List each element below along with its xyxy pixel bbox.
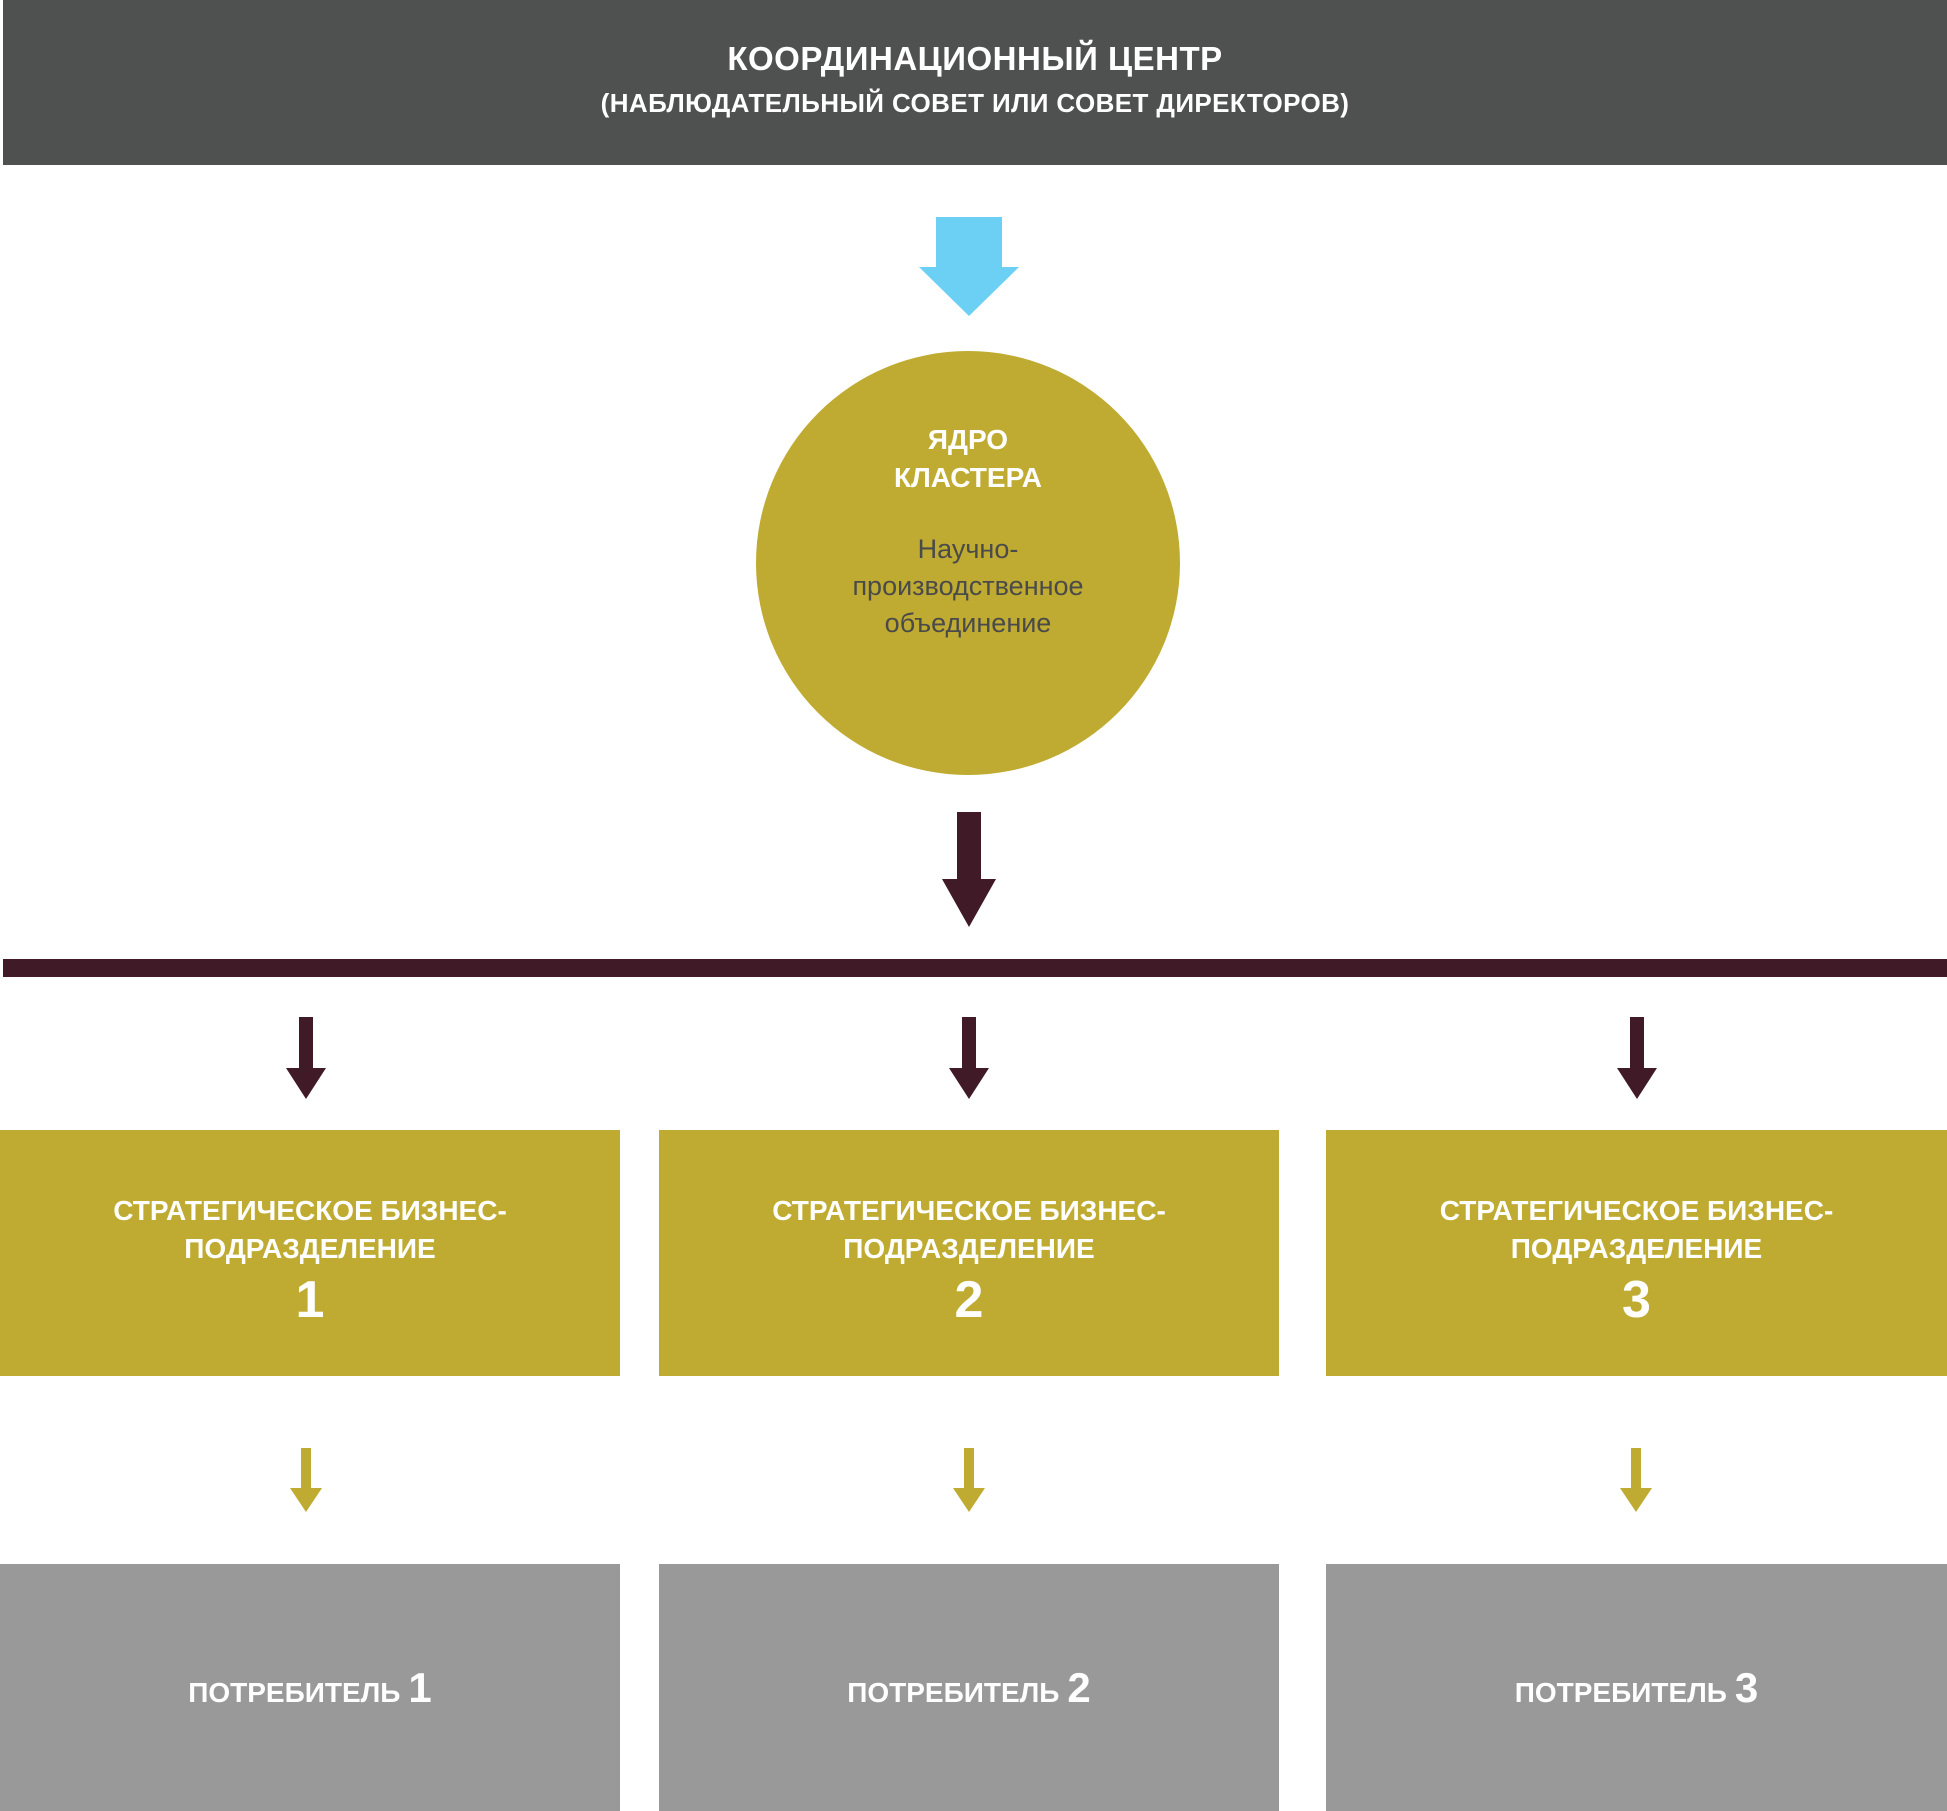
arrow-down-icon: [286, 1017, 326, 1099]
arrow-down-icon: [949, 1017, 989, 1099]
core-title: ЯДРО КЛАСТЕРА: [894, 424, 1042, 493]
business-unit-label: СТРАТЕГИЧЕСКОЕ БИЗНЕС- ПОДРАЗДЕЛЕНИЕ: [772, 1195, 1166, 1264]
core-description: Научно- производственное объединение: [852, 534, 1084, 638]
arrow-down-icon: [290, 1448, 322, 1512]
consumer-number: 2: [1067, 1664, 1091, 1711]
business-unit-label: СТРАТЕГИЧЕСКОЕ БИЗНЕС- ПОДРАЗДЕЛЕНИЕ: [1439, 1195, 1834, 1264]
arrow-down-icon: [919, 217, 1019, 316]
coordination-center-header: КООРДИНАЦИОННЫЙ ЦЕНТР (НАБЛЮДАТЕЛЬНЫЙ СО…: [3, 0, 1947, 165]
distribution-line: [3, 959, 1947, 977]
business-unit-number: 2: [954, 1271, 984, 1329]
business-unit-1: СТРАТЕГИЧЕСКОЕ БИЗНЕС- ПОДРАЗДЕЛЕНИЕ 1: [0, 1130, 620, 1376]
consumer-label: ПОТРЕБИТЕЛЬ: [188, 1677, 401, 1708]
business-unit-number: 3: [1622, 1271, 1651, 1329]
business-unit-number: 1: [295, 1271, 325, 1329]
consumer-label: ПОТРЕБИТЕЛЬ: [1514, 1677, 1727, 1708]
arrow-down-icon: [942, 812, 996, 927]
arrow-down-icon: [1617, 1017, 1657, 1099]
business-unit-2: СТРАТЕГИЧЕСКОЕ БИЗНЕС- ПОДРАЗДЕЛЕНИЕ 2: [659, 1130, 1279, 1376]
arrow-down-icon: [1620, 1448, 1652, 1512]
arrow-down-icon: [953, 1448, 985, 1512]
business-unit-label: СТРАТЕГИЧЕСКОЕ БИЗНЕС- ПОДРАЗДЕЛЕНИЕ: [113, 1195, 507, 1264]
cluster-core-circle: ЯДРО КЛАСТЕРА Научно- производственное о…: [756, 351, 1180, 775]
header-subtitle: (НАБЛЮДАТЕЛЬНЫЙ СОВЕТ ИЛИ СОВЕТ ДИРЕКТОР…: [600, 88, 1350, 118]
consumer-number: 1: [408, 1664, 432, 1711]
consumer-number: 3: [1734, 1664, 1759, 1711]
consumer-label: ПОТРЕБИТЕЛЬ: [847, 1677, 1060, 1708]
business-unit-3: СТРАТЕГИЧЕСКОЕ БИЗНЕС- ПОДРАЗДЕЛЕНИЕ 3: [1326, 1130, 1947, 1376]
header-title: КООРДИНАЦИОННЫЙ ЦЕНТР: [727, 40, 1223, 77]
